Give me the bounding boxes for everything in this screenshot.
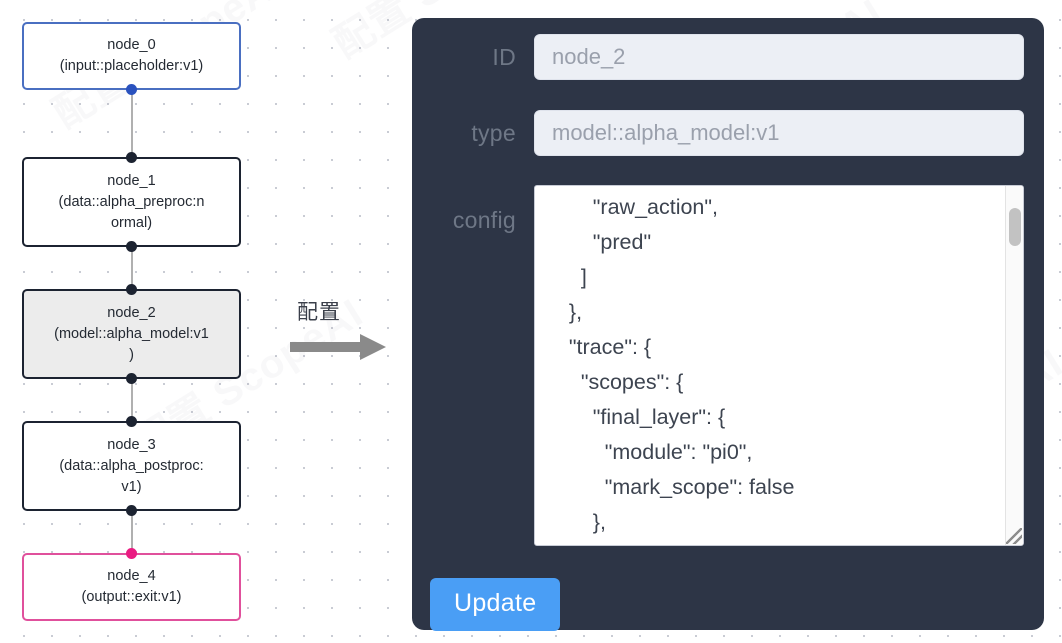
node-subtitle-cont: v1) xyxy=(121,478,142,495)
transition-label: 配置 xyxy=(297,300,341,324)
field-row-config: config "raw_action", "pred" ] }, "trace"… xyxy=(426,185,1024,546)
node-subtitle: (data::alpha_preproc:n xyxy=(58,193,205,210)
graph-node-node_4[interactable]: node_4 (output::exit:v1) xyxy=(22,553,241,621)
node-title: node_2 xyxy=(107,304,156,321)
node-handle-target-node_2[interactable] xyxy=(126,284,137,295)
config-textarea-wrapper: "raw_action", "pred" ] }, "trace": { "sc… xyxy=(534,185,1024,546)
graph-node-node_1[interactable]: node_1 (data::alpha_preproc:n ormal) xyxy=(22,157,241,247)
node-subtitle-cont: ) xyxy=(129,346,134,363)
config-textarea[interactable]: "raw_action", "pred" ] }, "trace": { "sc… xyxy=(535,186,1007,545)
edge-node3-node4 xyxy=(131,510,133,554)
node-subtitle: (output::exit:v1) xyxy=(81,589,182,605)
field-row-id: ID xyxy=(426,34,1024,80)
id-input[interactable] xyxy=(534,34,1024,80)
config-panel: ID type config "raw_action", "pred" ] },… xyxy=(412,18,1044,631)
node-title: node_4 xyxy=(107,568,156,584)
node-handle-target-node_3[interactable] xyxy=(126,416,137,427)
config-scrollbar-thumb[interactable] xyxy=(1009,208,1021,246)
graph-node-node_3[interactable]: node_3 (data::alpha_postproc: v1) xyxy=(22,421,241,511)
node-title: node_3 xyxy=(107,436,156,453)
edge-node2-node3 xyxy=(131,378,133,422)
node-handle-source-node_0[interactable] xyxy=(126,84,137,95)
node-label: node_2 (model::alpha_model:v1 ) xyxy=(54,303,209,366)
transition-annotation: 配置 xyxy=(290,296,400,368)
node-label: node_3 (data::alpha_postproc: v1) xyxy=(59,435,203,498)
type-input[interactable] xyxy=(534,110,1024,156)
node-title: node_1 xyxy=(107,172,156,189)
edge-node0-node1 xyxy=(131,89,133,159)
graph-node-node_0[interactable]: node_0 (input::placeholder:v1) xyxy=(22,22,241,90)
id-field-label: ID xyxy=(492,43,516,70)
node-label: node_4 (output::exit:v1) xyxy=(82,566,182,608)
node-handle-source-node_2[interactable] xyxy=(126,373,137,384)
node-subtitle: (input::placeholder:v1) xyxy=(59,58,204,74)
node-subtitle-cont: ormal) xyxy=(110,214,153,231)
graph-node-node_2[interactable]: node_2 (model::alpha_model:v1 ) xyxy=(22,289,241,379)
node-handle-source-node_1[interactable] xyxy=(126,241,137,252)
resize-grip-icon[interactable] xyxy=(1006,528,1022,544)
node-handle-target-node_1[interactable] xyxy=(126,152,137,163)
right-arrow-icon xyxy=(290,334,386,360)
config-field-label: config xyxy=(452,207,516,233)
node-handle-target-node_4[interactable] xyxy=(126,548,137,559)
node-subtitle: (data::alpha_postproc: xyxy=(59,457,204,474)
config-scrollbar[interactable] xyxy=(1005,186,1023,545)
node-label: node_0 (input::placeholder:v1) xyxy=(60,35,203,77)
node-label: node_1 (data::alpha_preproc:n ormal) xyxy=(59,171,205,234)
update-button[interactable]: Update xyxy=(430,578,561,631)
field-row-type: type xyxy=(426,110,1024,156)
node-subtitle: (model::alpha_model:v1 xyxy=(54,325,209,342)
edge-node1-node2 xyxy=(131,246,133,290)
node-handle-source-node_3[interactable] xyxy=(126,505,137,516)
type-field-label: type xyxy=(471,119,516,146)
node-title: node_0 xyxy=(107,37,156,53)
